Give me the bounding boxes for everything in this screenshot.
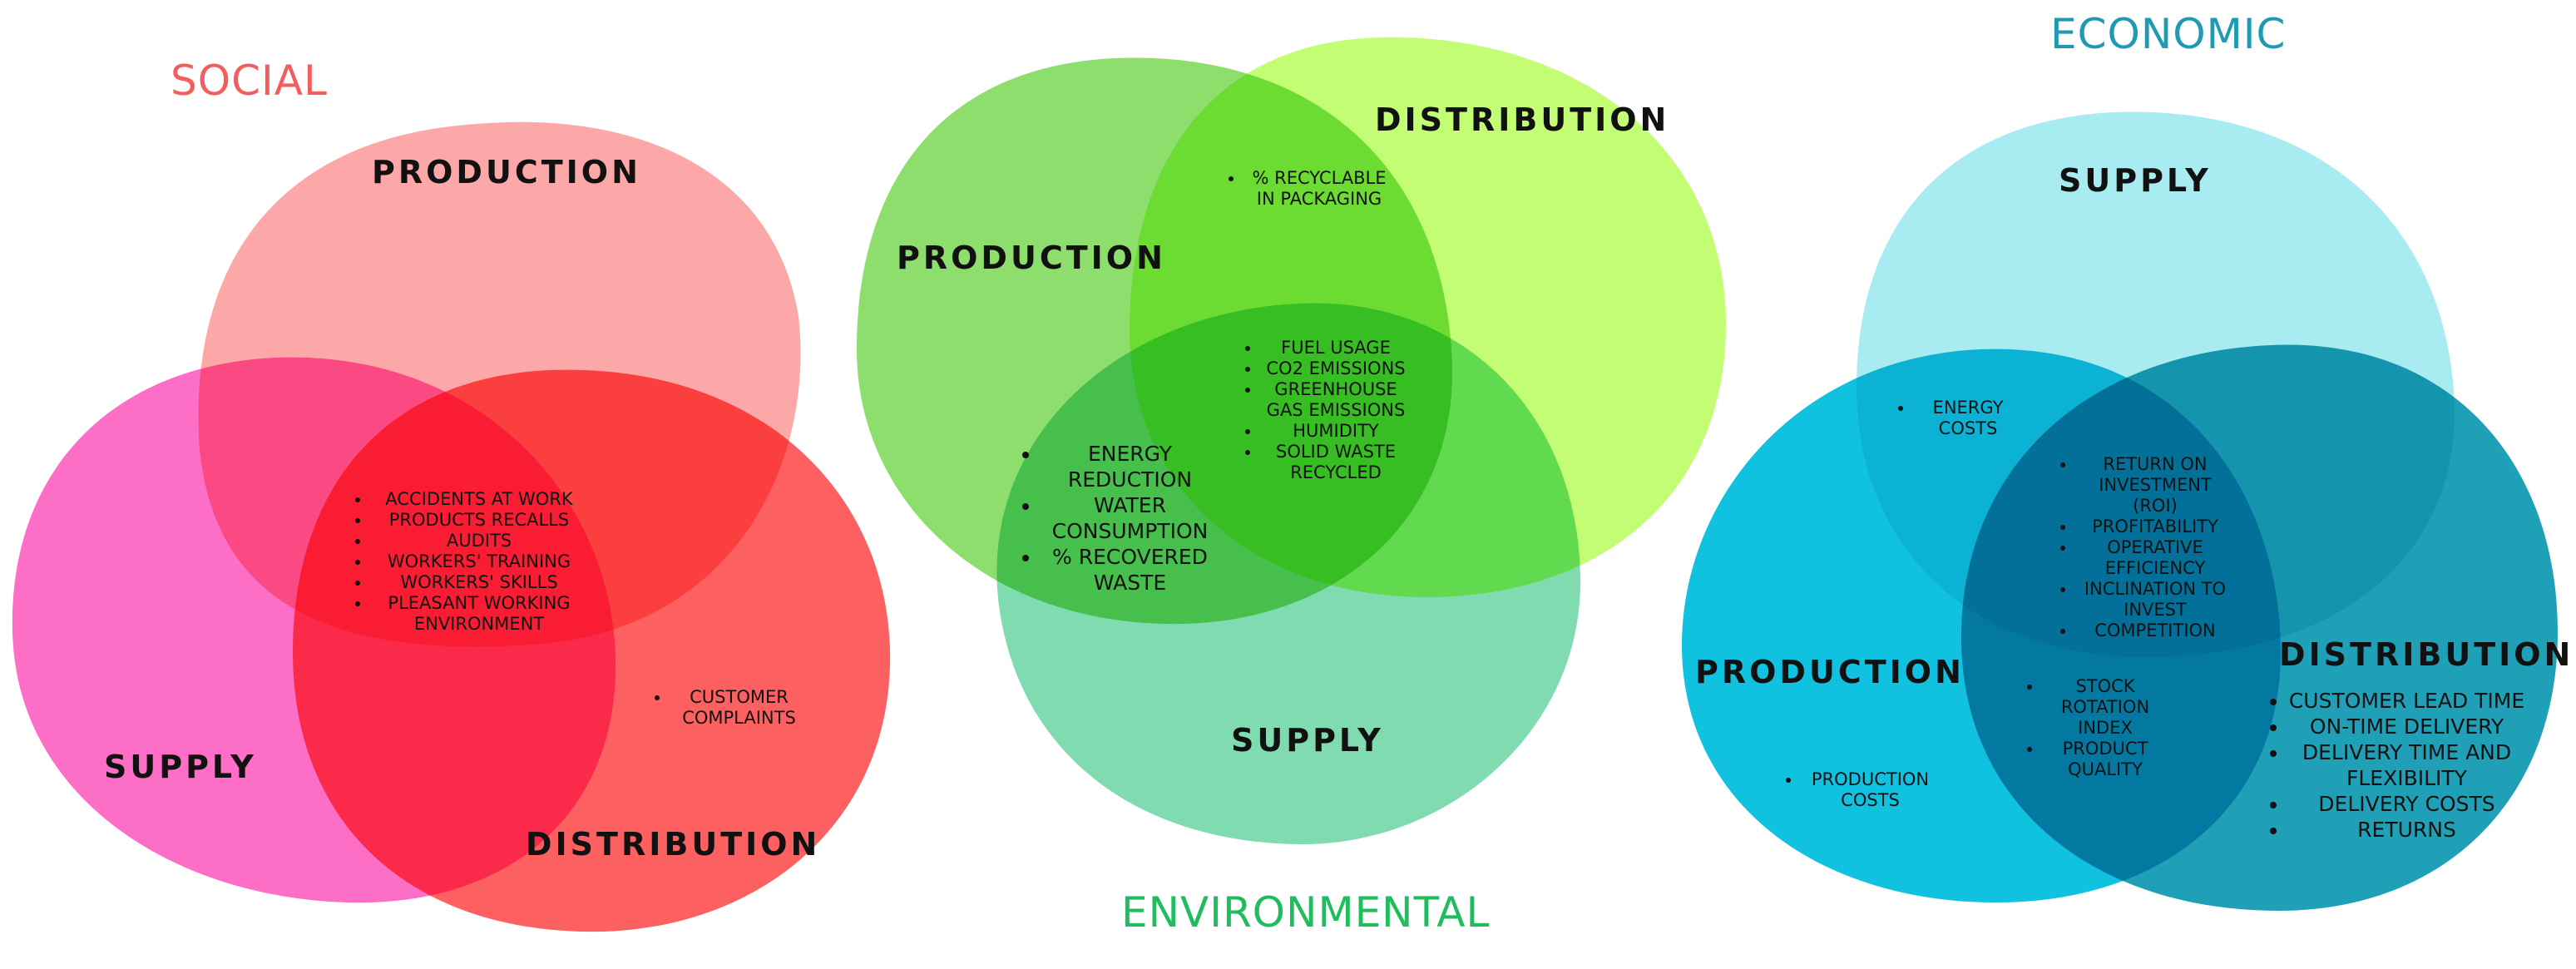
list-item: DELIVERY TIME AND FLEXIBILITY [2288,739,2525,791]
economic-production-label: PRODUCTION [1695,654,1965,690]
environmental-title: ENVIRONMENTAL [1121,888,1491,937]
list-item: GREENHOUSE GAS EMISSIONS [1261,379,1411,421]
social-supply-label: SUPPLY [104,749,257,785]
list-item: PRODUCT QUALITY [2043,739,2168,780]
social-production-label: PRODUCTION [372,154,641,190]
environmental-distribution-label: DISTRIBUTION [1375,101,1670,138]
economic-production-list: PRODUCTION COSTS [1780,769,1939,811]
social-distribution-label: DISTRIBUTION [526,826,821,863]
economic-center-list: RETURN ON INVESTMENT (ROI)PROFITABILITYO… [2054,454,2234,641]
list-item: CO2 EMISSIONS [1261,358,1411,379]
list-item: ACCIDENTS AT WORK [371,489,587,510]
economic-title: ECONOMIC [2050,10,2287,58]
environmental-production-label: PRODUCTION [897,240,1166,276]
economic-distribution-label: DISTRIBUTION [2279,636,2574,673]
list-item: PROFITABILITY [2076,517,2234,537]
list-item: RETURNS [2288,817,2525,843]
economic-venn [1681,111,2558,911]
list-item: AUDITS [371,531,587,551]
list-item: % RECOVERED WASTE [1041,544,1219,596]
social-distribution-list: CUSTOMER COMPLAINTS [649,687,808,729]
list-item: INCLINATION TO INVEST [2076,579,2234,620]
list-item: RETURN ON INVESTMENT (ROI) [2076,454,2234,517]
environmental-supply-circle [996,303,1580,845]
list-item: STOCK ROTATION INDEX [2043,676,2168,739]
list-item: ENERGY COSTS [1914,398,2022,439]
list-item: PRODUCTION COSTS [1802,769,1939,811]
environmental-venn [857,37,1726,845]
list-item: ENERGY REDUCTION [1041,441,1219,492]
social-title: SOCIAL [171,57,328,105]
social-distribution-circle [292,369,891,932]
economic-supply-production-list: ENERGY COSTS [1892,398,2022,439]
social-center-list: ACCIDENTS AT WORKPRODUCTS RECALLSAUDITSW… [349,489,587,635]
social-venn [12,121,891,932]
list-item: CUSTOMER COMPLAINTS [670,687,808,729]
list-item: OPERATIVE EFFICIENCY [2076,537,2234,579]
list-item: PLEASANT WORKING ENVIRONMENT [371,593,587,635]
list-item: CUSTOMER LEAD TIME [2288,688,2525,714]
list-item: WORKERS' SKILLS [371,572,587,593]
list-item: WORKERS' TRAINING [371,551,587,572]
environmental-production-distribution-list: % RECYCLABLE IN PACKAGING [1223,168,1394,210]
list-item: FUEL USAGE [1261,338,1411,358]
list-item: ON-TIME DELIVERY [2288,714,2525,739]
list-item: % RECYCLABLE IN PACKAGING [1244,168,1394,210]
environmental-supply-label: SUPPLY [1231,722,1384,759]
economic-production-distribution-list: STOCK ROTATION INDEXPRODUCT QUALITY [2021,676,2168,780]
list-item: PRODUCTS RECALLS [371,510,587,531]
list-item: HUMIDITY [1261,421,1411,442]
environmental-distribution-supply-list: FUEL USAGECO2 EMISSIONSGREENHOUSE GAS EM… [1239,338,1411,483]
environmental-production-supply-list: ENERGY REDUCTIONWATER CONSUMPTION% RECOV… [1019,441,1219,596]
list-item: WATER CONSUMPTION [1041,492,1219,544]
list-item: SOLID WASTE RECYCLED [1261,442,1411,483]
economic-distribution-circle [1960,344,2558,911]
list-item: COMPETITION [2076,620,2234,641]
economic-supply-label: SUPPLY [2059,162,2212,199]
list-item: DELIVERY COSTS [2288,791,2525,817]
economic-distribution-list: CUSTOMER LEAD TIMEON-TIME DELIVERYDELIVE… [2267,688,2525,843]
